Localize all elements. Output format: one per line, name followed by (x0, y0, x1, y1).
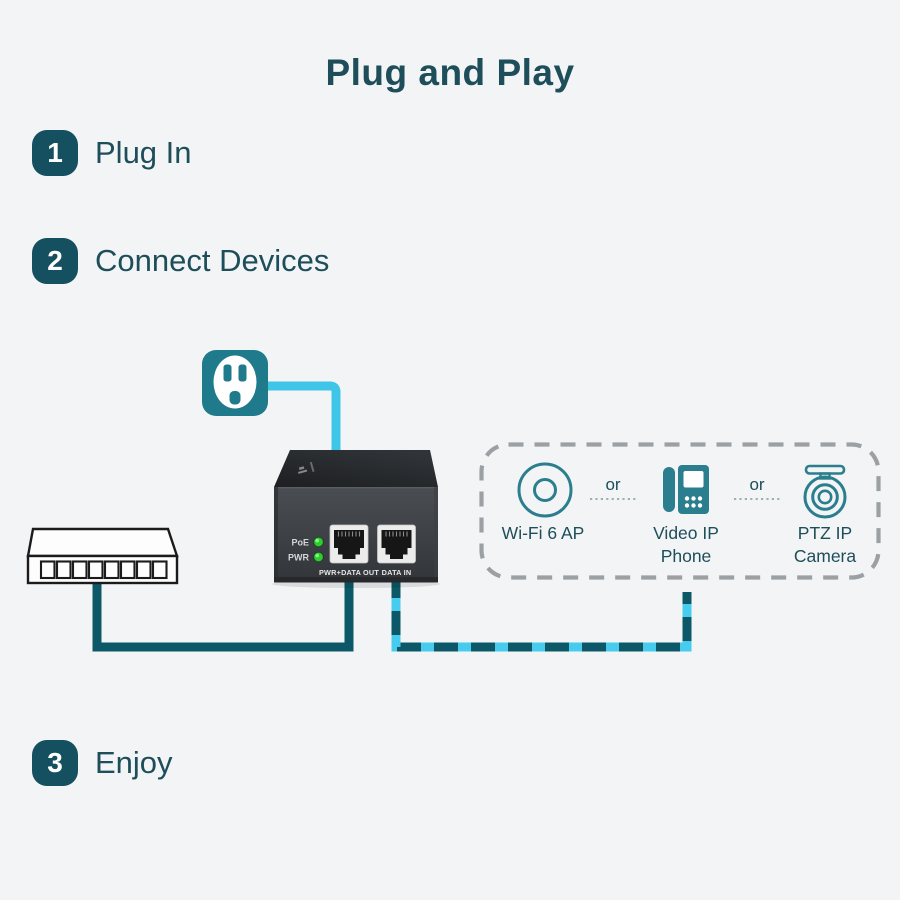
svg-text:or: or (749, 475, 764, 494)
step-2-label: Connect Devices (95, 243, 330, 278)
led-poe: PoE (291, 536, 324, 548)
wifi-ap-icon (517, 462, 573, 518)
power-outlet-icon (202, 350, 268, 416)
poe-cable-injector-to-device (391, 578, 692, 652)
or-separator-1: or (590, 475, 636, 500)
led-pwr: PWR (288, 551, 324, 563)
step-3: 3 Enjoy (32, 740, 173, 786)
wifi-ap-label: Wi-Fi 6 AP (502, 523, 585, 543)
step-1-badge: 1 (32, 130, 78, 176)
rj45-port-pwr-data-out: PWR+DATA OUT (319, 524, 379, 577)
svg-text:or: or (605, 475, 620, 494)
or-separator-2: or (734, 475, 780, 500)
svg-text:DATA IN: DATA IN (382, 568, 412, 577)
ptz-camera-icon (803, 464, 847, 519)
ptz-camera-label-line2: Camera (794, 546, 857, 566)
page-title: Plug and Play (325, 52, 575, 93)
powered-devices-box: Wi-Fi 6 AP or Video IP Phone or (479, 442, 881, 580)
step-3-badge: 3 (32, 740, 78, 786)
video-ip-phone-label-line2: Phone (661, 546, 712, 566)
poe-injector: PoE PWR PWR+DA (272, 450, 440, 588)
svg-text:PWR: PWR (288, 553, 309, 563)
step-2-badge: 2 (32, 238, 78, 284)
svg-text:PoE: PoE (291, 538, 309, 548)
video-ip-phone-label-line1: Video IP (653, 523, 719, 543)
network-switch (26, 527, 179, 585)
rj45-port-data-in: DATA IN (377, 524, 416, 577)
lan-cable-switch-to-injector (92, 578, 354, 652)
step-1-label: Plug In (95, 135, 192, 170)
ptz-camera-label-line1: PTZ IP (798, 523, 852, 543)
step-2: 2 Connect Devices (32, 238, 329, 284)
step-3-label: Enjoy (95, 745, 173, 780)
video-ip-phone-icon (663, 465, 709, 514)
step-1: 1 Plug In (32, 130, 192, 176)
svg-text:PWR+DATA OUT: PWR+DATA OUT (319, 568, 379, 577)
tplink-logo-mark (298, 461, 315, 474)
switch-ports (39, 560, 168, 580)
power-cable (267, 381, 341, 458)
